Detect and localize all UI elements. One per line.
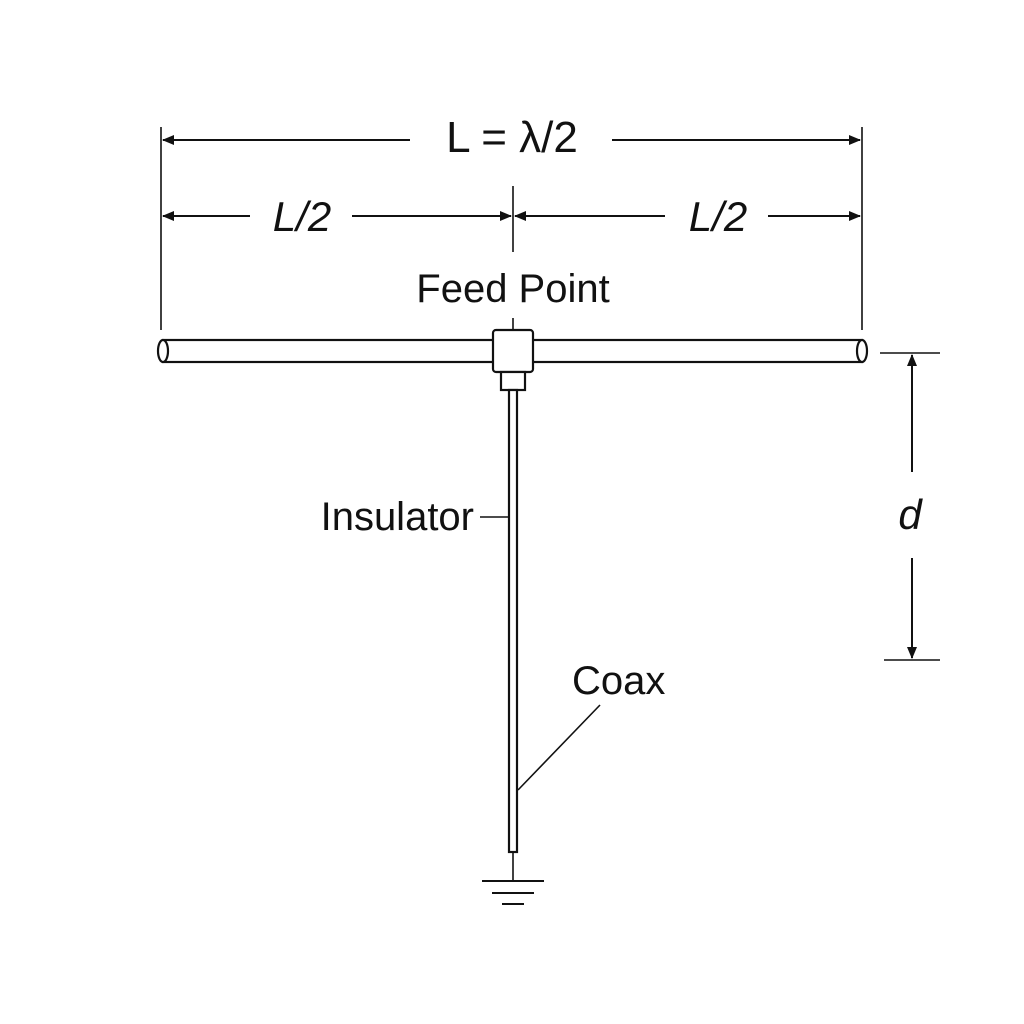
feed-point-label: Feed Point [416, 267, 609, 311]
left-half-label: L/2 [273, 193, 331, 240]
coax-label: Coax [572, 659, 665, 703]
coax-leader [517, 704, 601, 791]
coax-line [507, 388, 519, 854]
left-rod [161, 338, 497, 364]
right-rod-end [855, 338, 869, 364]
half-length-dimensions: L/2 L/2 [162, 193, 861, 240]
extension-lines [160, 127, 863, 332]
left-rod-end [156, 338, 170, 364]
total-length-dimension: L = λ/2 [162, 113, 861, 162]
right-rod [529, 338, 864, 364]
right-half-label: L/2 [689, 193, 747, 240]
total-length-label: L = λ/2 [446, 113, 578, 162]
feed-connector [491, 328, 535, 392]
height-label: d [898, 491, 923, 538]
insulator-label: Insulator [321, 495, 474, 539]
connector-base [499, 370, 527, 392]
ground-symbol-icon [482, 852, 544, 905]
connector-body [491, 328, 535, 374]
coax-cable [507, 388, 519, 854]
dipole-element [156, 338, 869, 364]
height-dimension: d [880, 352, 940, 661]
